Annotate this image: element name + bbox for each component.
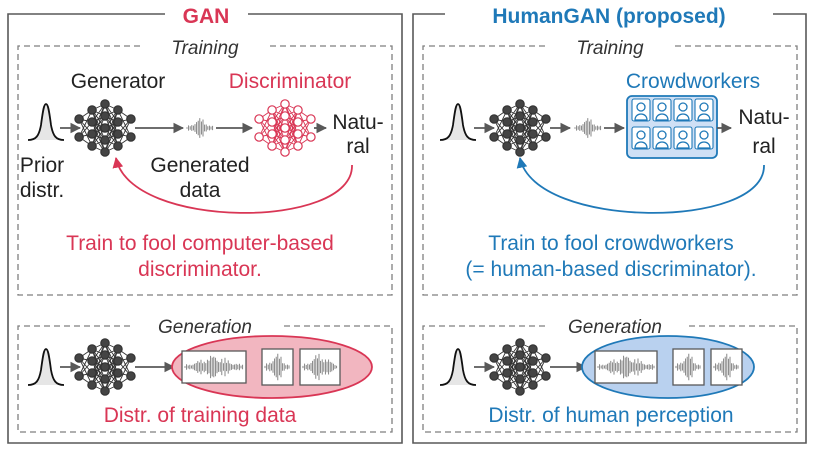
gan-natural-line1: Natu- [332, 111, 383, 134]
humangan-training-title: Training [576, 38, 644, 59]
humangan-panel-frame [412, 13, 807, 444]
gan-training-box [17, 45, 393, 296]
crowdworker-icon [631, 98, 651, 122]
gan-generated-line2: data [180, 179, 221, 202]
gan-panel-frame [7, 13, 403, 444]
humangan-training-box [422, 45, 798, 296]
humangan-generation-title: Generation [568, 317, 662, 338]
crowdworker-icon [694, 126, 714, 150]
humangan-crowdworkers-label: Crowdworkers [626, 70, 760, 93]
neural-network-icon [489, 99, 551, 157]
gan-training-title: Training [171, 38, 239, 59]
gan-title: GAN [183, 5, 230, 28]
waveform-icon [184, 355, 244, 379]
waveform-icon [574, 118, 602, 138]
gaussian-curve-icon [439, 103, 477, 141]
crowdworker-icon [652, 98, 672, 122]
gan-generation-title: Generation [158, 317, 252, 338]
humangan-panel: HumanGAN (proposed) Training Crowdworker… [412, 5, 807, 444]
waveform-icon [597, 355, 655, 379]
waveform-icon [186, 118, 214, 138]
gan-caption-line2: discriminator. [138, 258, 262, 281]
waveform-icon [264, 353, 290, 381]
humangan-title: HumanGAN (proposed) [492, 5, 725, 28]
humangan-feedback-arrow [516, 156, 765, 214]
gan-prior-line2: distr. [20, 179, 64, 202]
neural-network-icon [254, 99, 316, 157]
crowdworkers-grid [631, 98, 714, 150]
gan-caption-line1: Train to fool computer-based [66, 232, 334, 255]
gaussian-curve-icon [27, 348, 65, 386]
gan-natural-line2: ral [346, 135, 369, 158]
humangan-caption-line2: (= human-based discriminator). [465, 258, 756, 281]
gan-prior-line1: Prior [20, 154, 64, 177]
gan-generator-label: Generator [71, 70, 166, 93]
crowdworker-icon [631, 126, 651, 150]
crowdworker-icon [652, 126, 672, 150]
crowdworker-icon [673, 98, 693, 122]
humangan-generation-caption: Distr. of human perception [488, 404, 733, 427]
neural-network-icon [74, 99, 136, 157]
waveform-icon [675, 353, 701, 381]
gaussian-curve-icon [27, 103, 65, 141]
humangan-sample-frame-1 [594, 350, 658, 384]
gan-panel: GAN Training Generator Discriminator Nat… [7, 5, 403, 444]
crowdworker-icon [694, 98, 714, 122]
gan-feedback-arrow [112, 156, 353, 214]
humangan-natural-line1: Natu- [738, 106, 789, 129]
crowdworker-icon [673, 126, 693, 150]
humangan-natural-line2: ral [752, 135, 775, 158]
gan-generation-box [17, 325, 393, 433]
waveform-icon [302, 353, 338, 381]
gan-discriminator-label: Discriminator [229, 70, 352, 93]
neural-network-icon [489, 338, 551, 396]
waveform-icon [713, 353, 739, 381]
gaussian-curve-icon [439, 348, 477, 386]
humangan-caption-line1: Train to fool crowdworkers [488, 232, 733, 255]
humangan-generation-box [422, 325, 798, 433]
gan-generation-caption: Distr. of training data [104, 404, 297, 427]
neural-network-icon [74, 338, 136, 396]
gan-generated-line1: Generated [150, 154, 249, 177]
